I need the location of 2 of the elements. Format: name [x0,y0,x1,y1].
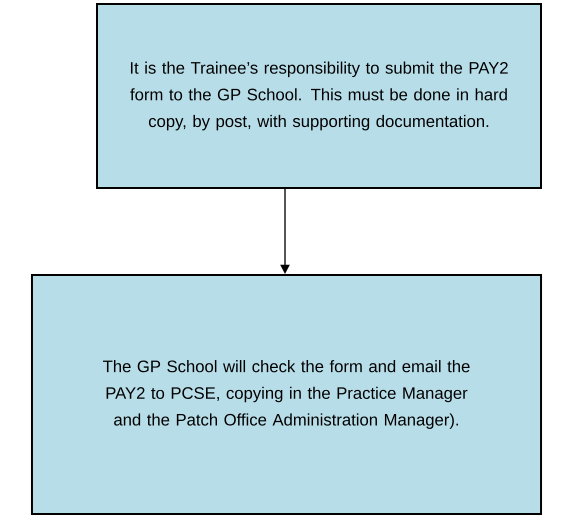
process-box: The GP School will check the form and email the PAY2 to PCSE, copying in the Practice Manager and the Patch Office Administration Manager). [30,274,542,515]
process-box: It is the Trainee’s responsibility to submit the PAY2 form to the GP School. This must be done in hard copy, by post, with supporting documentation. [96,3,542,189]
